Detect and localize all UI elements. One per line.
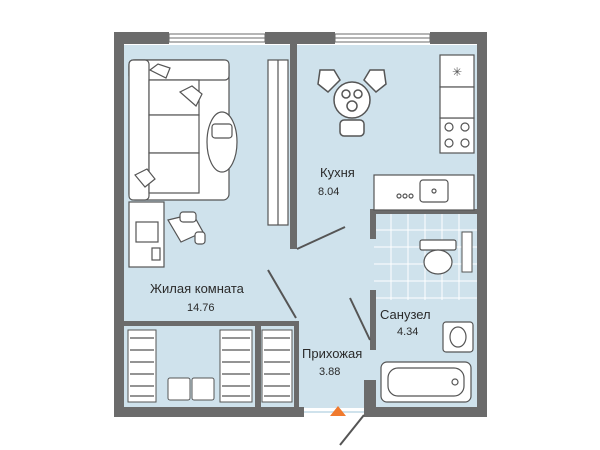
wall-left bbox=[114, 32, 124, 416]
walls bbox=[114, 32, 487, 417]
wall-bottom-right bbox=[364, 407, 487, 417]
wardrobe-icon bbox=[127, 329, 293, 403]
kitchen-counter bbox=[373, 54, 475, 211]
living-door bbox=[267, 269, 297, 319]
wall-top-left bbox=[114, 32, 169, 44]
kitchen-name: Кухня bbox=[320, 165, 355, 180]
sink-bath-icon bbox=[442, 321, 474, 353]
living-room-name: Жилая комната bbox=[150, 281, 244, 296]
wall-top-right bbox=[430, 32, 487, 44]
wall-bath-left bbox=[370, 209, 376, 239]
wall-right bbox=[477, 32, 487, 416]
kitchen-door bbox=[296, 226, 346, 250]
entrance-door-leaf bbox=[339, 414, 365, 446]
wall-bath-left-lower bbox=[370, 290, 376, 350]
sofa-icon bbox=[128, 59, 230, 201]
wall-kitchen-living bbox=[290, 44, 297, 249]
wall-bath-bottom-stub bbox=[364, 380, 376, 410]
hallway-area: 3.88 bbox=[319, 366, 341, 378]
stove-icon bbox=[439, 117, 475, 154]
doors bbox=[267, 226, 371, 446]
kitchen-area: 8.04 bbox=[318, 186, 340, 198]
toilet-icon bbox=[419, 239, 457, 275]
wardrobe-living bbox=[267, 59, 289, 226]
windows bbox=[168, 33, 431, 43]
hallway-name: Прихожая bbox=[302, 346, 363, 361]
wall-closet-right bbox=[294, 321, 299, 409]
desk-icon bbox=[128, 201, 165, 268]
wall-bottom-left bbox=[114, 407, 304, 417]
wall-closet-top bbox=[123, 321, 298, 326]
entrance-arrow-icon bbox=[330, 406, 346, 416]
bathroom-door bbox=[349, 297, 371, 341]
snowflake-icon: ✳ bbox=[452, 65, 462, 79]
bathtub-icon bbox=[380, 361, 472, 403]
bathroom-name: Санузел bbox=[380, 307, 431, 322]
living-room-area: 14.76 bbox=[187, 302, 215, 314]
table-icon bbox=[206, 111, 238, 173]
bathroom-pipe bbox=[461, 231, 473, 273]
dining-table-icon bbox=[317, 69, 387, 137]
wall-bath-top bbox=[370, 209, 478, 214]
wall-closet-divider bbox=[255, 321, 261, 409]
chair-icon bbox=[167, 211, 206, 245]
wall-top-middle bbox=[265, 32, 335, 44]
bathroom-area: 4.34 bbox=[397, 326, 419, 338]
